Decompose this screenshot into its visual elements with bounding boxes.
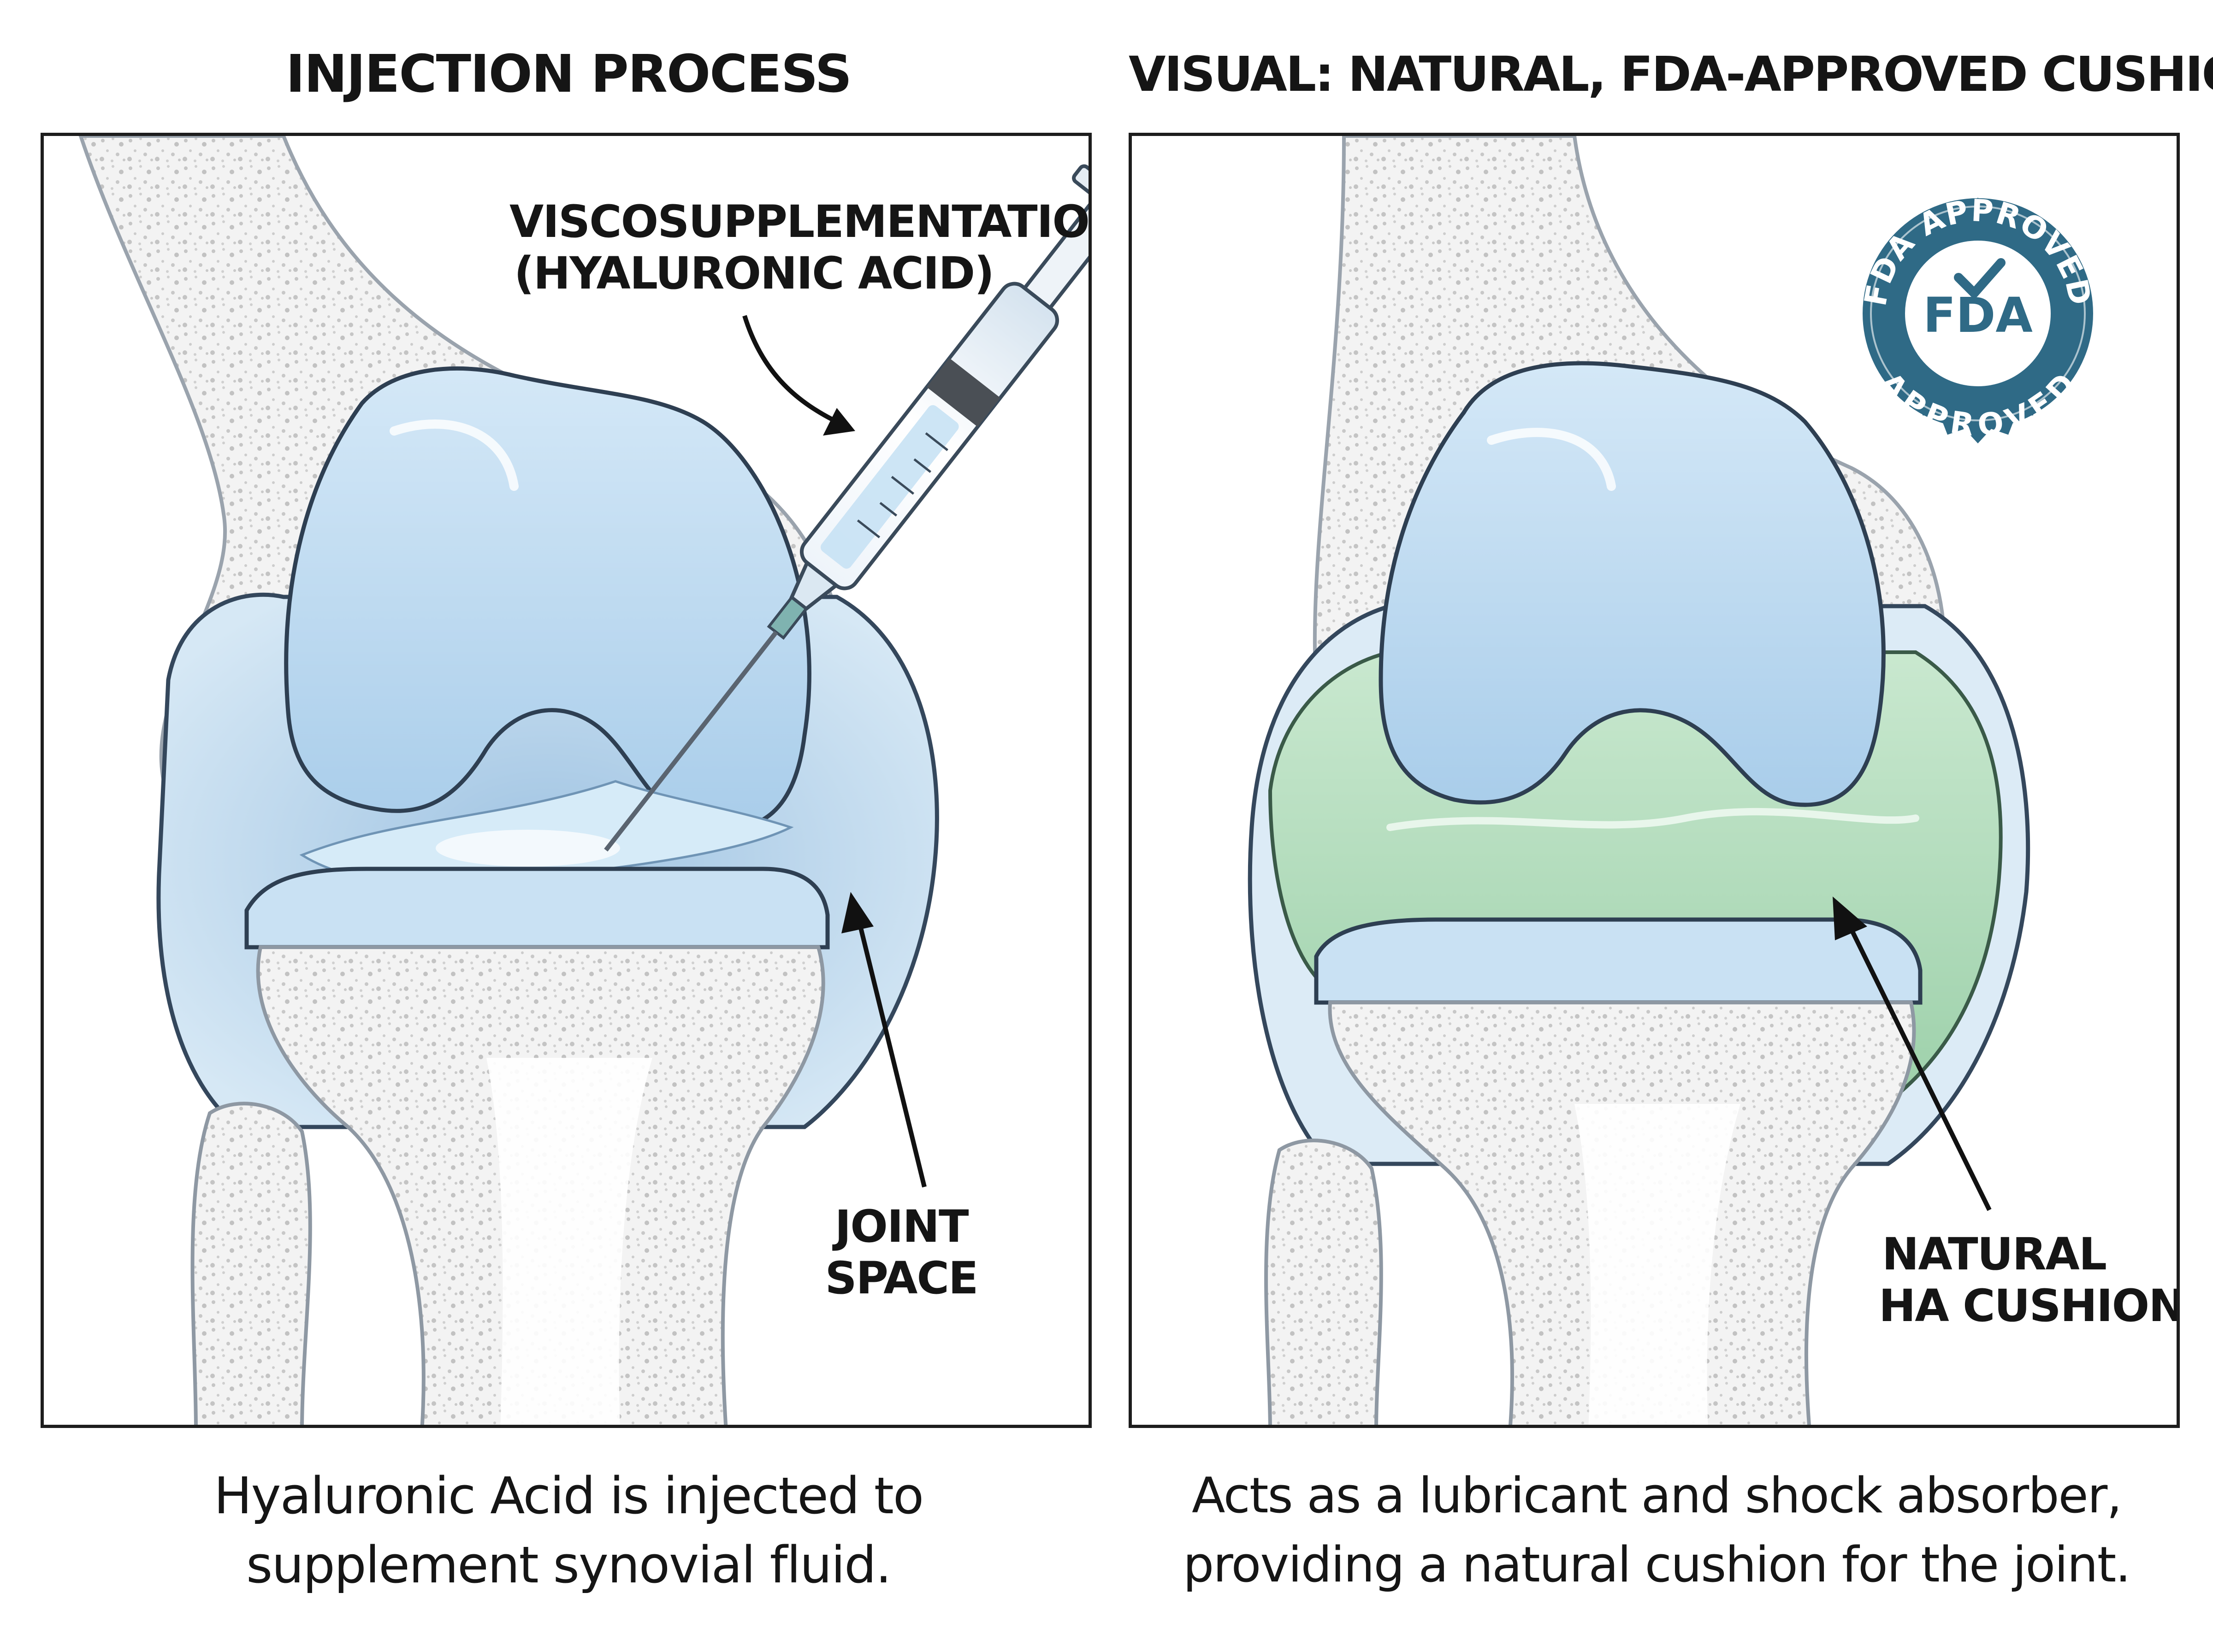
arrow-to-joint-space	[858, 923, 927, 1188]
fibula-bone	[190, 1102, 312, 1425]
tibia-cartilage	[1314, 917, 1923, 1005]
fda-approved-seal: FDA APPROVED APPROVED FDA	[1858, 193, 2097, 444]
left-caption-line1: Hyaluronic Acid is injected to	[213, 1466, 924, 1525]
label-natural: NATURAL	[1882, 1228, 2107, 1280]
label-hyaluronic-acid: (HYALURONIC ACID)	[514, 248, 994, 299]
label-space: SPACE	[825, 1252, 978, 1304]
label-joint: JOINT	[834, 1201, 969, 1252]
femur-cartilage	[1379, 361, 1886, 807]
right-caption-line2: providing a natural cushion for the join…	[1183, 1536, 2131, 1593]
arrow-to-ha-cushion	[1849, 927, 1992, 1211]
checkmark-icon	[1954, 258, 2006, 298]
right-caption-line1: Acts as a lubricant and shock absorber,	[1192, 1467, 2122, 1524]
tibia-cartilage	[244, 867, 830, 950]
arrow-to-syringe	[742, 315, 838, 424]
label-ha-cushion: HA CUSHION	[1879, 1280, 2180, 1332]
fibula-bone	[1264, 1139, 1383, 1425]
label-viscosupplementation: VISCOSUPPLEMENTATION	[509, 196, 1092, 248]
left-caption-line2: supplement synovial fluid.	[246, 1535, 892, 1594]
seal-center-text: FDA	[1923, 287, 2033, 343]
injection-panel: VISCOSUPPLEMENTATION (HYALURONIC ACID) J…	[41, 133, 1092, 1428]
right-panel-title: VISUAL: NATURAL, FDA-APPROVED CUSHION	[1129, 46, 2213, 102]
syringe	[604, 164, 1089, 852]
left-panel-title: INJECTION PROCESS	[285, 44, 852, 104]
knee-cushion-illustration	[1248, 136, 2030, 1425]
right-caption: Acts as a lubricant and shock absorber, …	[1129, 1461, 2184, 1599]
knee-injection-illustration	[78, 136, 1089, 1425]
left-caption: Hyaluronic Acid is injected to supplemen…	[41, 1461, 1096, 1599]
